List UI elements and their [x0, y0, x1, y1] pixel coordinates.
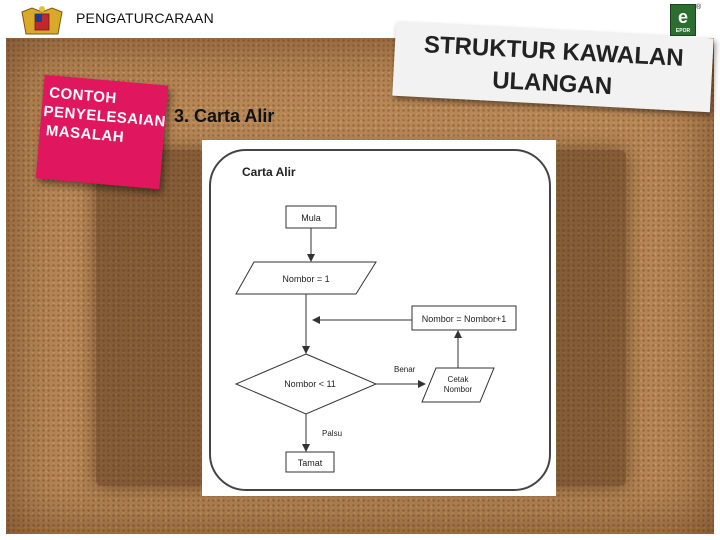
- flowchart-svg: Carta Alir Mula Nombor = 1 Nombor = Nomb…: [209, 149, 551, 491]
- section-title: 3. Carta Alir: [174, 106, 275, 126]
- org-title: PENGATURCARAAN: [76, 10, 214, 26]
- output-node: [421, 367, 495, 403]
- flowchart-title: Carta Alir: [242, 165, 296, 179]
- init-label: Nombor = 1: [282, 274, 329, 284]
- example-note: CONTOH PENYELESAIAN MASALAH: [35, 74, 169, 190]
- end-node: [285, 451, 335, 473]
- start-label: Mula: [301, 213, 321, 223]
- end-label: Tamat: [298, 458, 323, 468]
- flowchart-panel: Carta Alir Mula Nombor = 1 Nombor = Nomb…: [202, 140, 556, 496]
- true-branch-label: Benar: [394, 365, 416, 374]
- increment-label: Nombor = Nombor+1: [422, 314, 507, 324]
- output-label-line1: Cetak: [448, 375, 470, 384]
- init-node: [235, 261, 377, 295]
- output-label-line2: Nombor: [444, 385, 473, 394]
- false-branch-label: Palsu: [322, 429, 342, 438]
- logo-caption: EPOR: [675, 28, 691, 34]
- crest-logo-icon: [21, 6, 63, 35]
- logo-letter: e: [677, 7, 688, 27]
- increment-node: [411, 305, 517, 331]
- e-logo-icon: e EPOR: [670, 4, 696, 36]
- condition-label: Nombor < 11: [284, 379, 336, 389]
- logo-registered-mark: ®: [696, 4, 702, 11]
